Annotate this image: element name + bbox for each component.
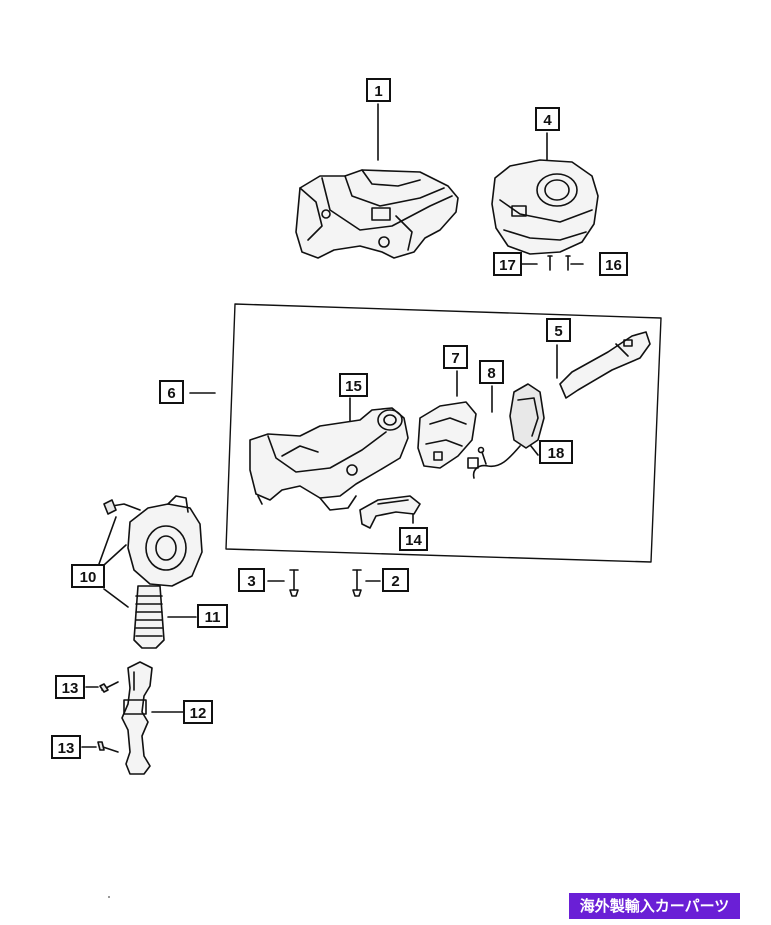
callout-2-label: 2 [391, 573, 400, 590]
callout-8-label: 8 [487, 365, 496, 382]
leader-lines [81, 103, 584, 748]
screws-16-17 [547, 255, 571, 271]
callout-18-label: 18 [547, 445, 565, 462]
callout-7-label: 7 [451, 350, 460, 367]
callout-5: 5 [546, 318, 571, 342]
callout-12-label: 12 [189, 705, 207, 722]
callout-1-label: 1 [374, 83, 383, 100]
stray-dot [108, 896, 110, 898]
part-15-column [249, 407, 409, 511]
screw-8 [477, 446, 487, 465]
callout-18: 18 [539, 440, 573, 464]
callout-15-label: 15 [345, 378, 362, 395]
part-14-clip [359, 495, 421, 529]
callout-4-label: 4 [543, 112, 552, 129]
callout-11: 11 [197, 604, 228, 628]
part-1-bracket [295, 169, 459, 259]
callout-13-upper-label: 13 [61, 680, 79, 697]
callout-16: 16 [599, 252, 628, 276]
callout-11-label: 11 [204, 609, 221, 626]
callout-7: 7 [443, 345, 468, 369]
bolts-13 [97, 681, 119, 753]
callout-16-label: 16 [605, 257, 622, 274]
callout-12: 12 [183, 700, 213, 724]
screws-2-3 [289, 569, 362, 597]
part-5-lever [559, 331, 651, 399]
callout-10: 10 [71, 564, 105, 588]
part-12-ujoint [121, 661, 153, 775]
callout-17-label: 17 [499, 257, 516, 274]
callout-17: 17 [493, 252, 522, 276]
part-11-shaft [133, 585, 165, 649]
import-parts-badge: 海外製輸入カーパーツ [569, 893, 740, 919]
callout-14: 14 [399, 527, 428, 551]
callout-3: 3 [238, 568, 265, 592]
callout-8: 8 [479, 360, 504, 384]
callout-6: 6 [159, 380, 184, 404]
callout-14-label: 14 [405, 532, 422, 549]
callout-5-label: 5 [554, 323, 563, 340]
part-18-clockspring [467, 383, 545, 479]
callout-4: 4 [535, 107, 560, 131]
assembly-6-frame [225, 303, 662, 563]
part-4-shroud [491, 159, 599, 255]
callout-10-label: 10 [79, 569, 97, 586]
callout-13-upper: 13 [55, 675, 85, 699]
part-7-switch [417, 401, 477, 469]
callout-3-label: 3 [247, 573, 256, 590]
callout-6-label: 6 [167, 385, 176, 402]
callout-13-lower: 13 [51, 735, 81, 759]
callout-2: 2 [382, 568, 409, 592]
part-10-bracket [103, 495, 203, 587]
callout-1: 1 [366, 78, 391, 102]
callout-13-lower-label: 13 [57, 740, 75, 757]
callout-15: 15 [339, 373, 368, 397]
